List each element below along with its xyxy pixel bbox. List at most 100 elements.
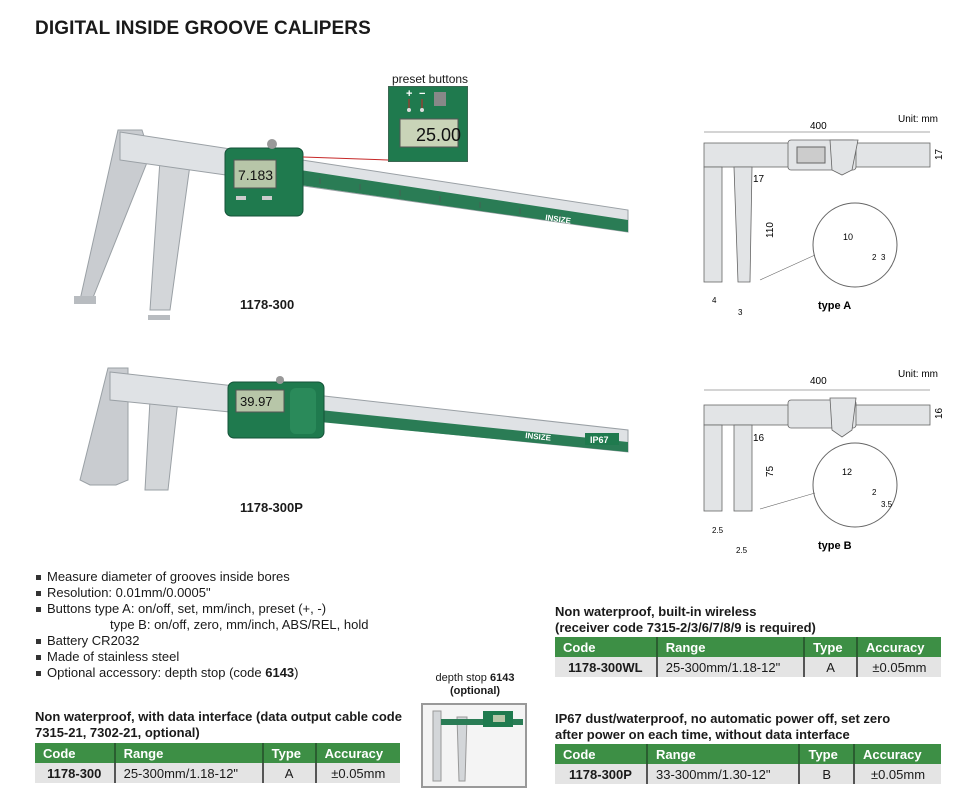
lcd [796,146,826,164]
depth-stop-code: 6143 [489,672,515,684]
foot-a-dim: 4 [712,296,717,305]
beam-green-band [320,410,628,452]
scale-ticks [319,178,561,220]
tip-b-dim: 3.5 [881,500,893,509]
model-label-1178-300: 1178-300 [240,297,295,312]
lcd-reading: 7.183 [238,167,273,183]
plus-label: + [406,88,412,100]
lcd [399,118,459,148]
jaw-foot [148,315,170,320]
model-label-1178-300p: 1178-300P [240,500,303,515]
page-title: DIGITAL INSIDE GROOVE CALIPERS [35,18,371,39]
button[interactable] [236,196,246,200]
table-header-row: Code Range Type Accuracy [555,744,941,764]
unit-label: Unit: mm [898,114,938,125]
col-code: Code [35,743,115,763]
length-dim: 400 [810,376,827,387]
cell-accuracy: ±0.05mm [314,763,400,783]
depth-stop-text: depth stop [435,672,490,684]
jaw-depth-dim: 75 [765,465,776,477]
table-row: 1178-300P 33-300mm/1.30-12" B ±0.05mm [555,764,941,784]
col-range: Range [645,744,800,764]
caliper-outline [703,397,931,512]
col-code: Code [555,637,657,657]
cell-code: 1178-300 [35,763,115,783]
tip-length-dim: 12 [842,467,852,477]
lcd [233,159,277,189]
col-type: Type [261,743,316,763]
col-range: Range [113,743,263,763]
cell-range: 33-300mm/1.30-12" [645,764,800,784]
depth-stop-caption: depth stop 6143 (optional) [420,672,530,698]
callout-line [302,156,389,161]
thumb-roller[interactable] [434,92,446,106]
lcd-reading: 39.97 [240,394,273,409]
col-type: Type [803,637,857,657]
outer-jaw [79,129,151,301]
dimension-diagram-type-a: Unit: mm 400 17 110 17 10 2 3 4 3 type A [703,114,945,317]
dimension-diagram-type-b: Unit: mm 400 16 75 16 12 2 3.5 2.5 2.5 t… [703,369,945,555]
jaw-width-dim: 16 [753,433,765,444]
type-a-label: type A [818,300,851,312]
col-type: Type [798,744,855,764]
detail-circle [812,442,898,528]
feature-item: Battery CR2032 [35,633,368,649]
table-row: 1178-300 25-300mm/1.18-12" A ±0.05mm [35,763,400,783]
unit-label: Unit: mm [898,369,938,380]
leader [759,254,816,281]
col-range: Range [655,637,805,657]
leader [759,492,816,510]
beam-green-band [300,170,628,232]
height-dim: 16 [934,407,945,419]
table-2-heading: Non waterproof, built-in wireless (recei… [555,604,816,636]
cell-range: 25-300mm/1.18-12" [113,763,263,783]
col-accuracy: Accuracy [853,744,941,764]
feature-text: Optional accessory: depth stop (code [47,665,266,680]
feature-item: type B: on/off, zero, mm/inch, ABS/REL, … [110,617,369,632]
optional-label: (optional) [449,685,501,697]
cell-range: 25-300mm/1.18-12" [655,657,805,677]
table-header-row: Code Range Type Accuracy [555,637,941,657]
preset-minus-button[interactable] [420,108,424,112]
brand-logo: INSIZE [545,213,572,226]
cell-type: B [798,764,855,784]
beam [441,719,523,725]
cell-type: A [803,657,857,677]
feature-text: ) [294,665,299,680]
lcd-reading: 25.00 [416,125,461,145]
inner-jaw [149,159,191,311]
spec-table-1178-300wl: Code Range Type Accuracy 1178-300WL 25-3… [555,637,941,677]
col-accuracy: Accuracy [314,743,400,763]
button-panel[interactable] [290,388,316,434]
accessory-code: 6143 [265,665,295,680]
thumb-roller[interactable] [276,376,284,384]
col-accuracy: Accuracy [855,637,941,657]
preset-buttons-inset: + − 25.00 [388,86,468,162]
lcd [235,389,285,413]
thumb-roller[interactable] [267,139,277,149]
spec-table-1178-300p: Code Range Type Accuracy 1178-300P 33-30… [555,744,941,784]
preset-buttons-label: preset buttons [392,72,469,86]
feature-item: Optional accessory: depth stop (code 614… [35,665,368,681]
cell-accuracy: ±0.05mm [855,657,941,677]
heading-line: (receiver code 7315-2/3/6/7/8/9 is requi… [555,620,816,635]
foot-b-dim: 3 [738,308,743,317]
foot-a-dim: 2.5 [712,526,724,535]
button[interactable] [262,196,272,200]
inner-jaw [144,399,179,491]
heading-line: after power on each time, without data i… [555,727,850,742]
tip-length-dim: 10 [843,232,853,242]
depth-stop-image [421,703,527,788]
feature-list: Measure diameter of grooves inside bores… [35,569,368,681]
feature-item: Buttons type A: on/off, set, mm/inch, pr… [35,601,368,617]
ip67-badge: IP67 [590,435,609,445]
ip67-badge-bg [585,433,619,445]
heading-line: Non waterproof, built-in wireless [555,604,757,619]
foot-b-dim: 2.5 [736,546,748,555]
cell-code: 1178-300WL [555,657,657,677]
preset-plus-button[interactable] [407,108,411,112]
spec-table-1178-300: Code Range Type Accuracy 1178-300 25-300… [35,743,400,783]
jaw-width-dim: 17 [753,174,765,185]
height-dim: 17 [934,148,945,160]
